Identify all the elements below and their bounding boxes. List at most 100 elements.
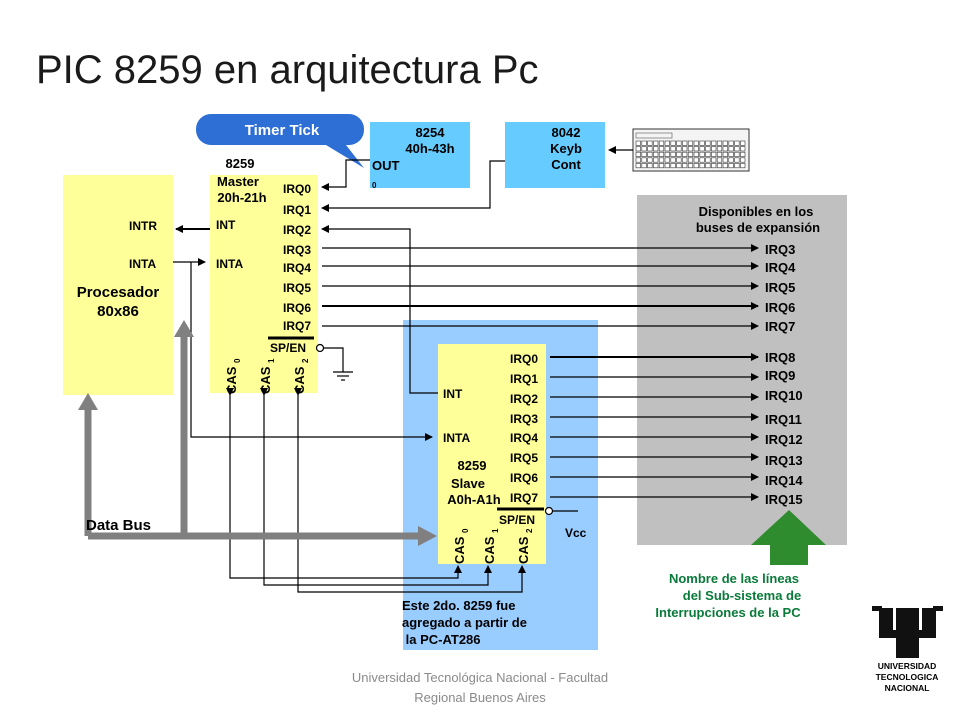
master-irq: IRQ0 (283, 182, 311, 196)
keyboard-key (734, 163, 740, 169)
slave-name: 8259 (458, 458, 487, 473)
expansion-irq: IRQ12 (765, 432, 803, 447)
slave-cas: CAS (482, 536, 497, 564)
slave-irq: IRQ1 (510, 372, 538, 386)
processor-box (63, 175, 173, 395)
keyboard-key (687, 151, 694, 157)
keyboard-key (635, 140, 641, 146)
keyboard-key (699, 140, 705, 146)
keyboard-key (705, 163, 711, 169)
keyboard-key (728, 146, 734, 152)
master-role: Master (217, 174, 259, 189)
timer-name: 8254 (416, 125, 446, 140)
keyboard-key (653, 163, 659, 169)
note-line: la PC-AT286 (402, 632, 481, 647)
slave-cas-sub: 2 (525, 528, 534, 533)
master-int: INT (216, 218, 236, 232)
keyboard-key (728, 140, 734, 146)
keyboard-key (658, 146, 665, 152)
expansion-irq: IRQ9 (765, 368, 795, 383)
keyboard-key (699, 163, 705, 169)
keyboard-controller-box (505, 122, 605, 188)
keyboard-key (653, 140, 659, 146)
keyboard-key (682, 151, 688, 157)
master-irq: IRQ2 (283, 223, 311, 237)
keyboard-key (682, 146, 688, 152)
keyboard-key (676, 146, 682, 152)
logo-line-3: NACIONAL (885, 683, 930, 693)
slave-irq: IRQ6 (510, 471, 538, 485)
timer-out-label: OUT (372, 158, 400, 173)
master-cas-sub: 2 (301, 358, 310, 363)
keyboard-key (693, 151, 699, 157)
expansion-title-1: Disponibles en los (699, 204, 814, 219)
keyboard-key (722, 157, 728, 163)
keyboard-key (635, 146, 641, 152)
timer-box (370, 122, 470, 188)
keyboard-key (693, 157, 699, 163)
keyboard-key (676, 163, 682, 169)
slave-irq: IRQ2 (510, 392, 538, 406)
slave-irq: IRQ5 (510, 451, 538, 465)
slave-inta: INTA (443, 431, 470, 445)
keyboard-key (716, 163, 723, 169)
keyboard-key (647, 157, 653, 163)
keyboard-key (641, 151, 647, 157)
processor-inta: INTA (129, 257, 156, 271)
keyboard-key (653, 157, 659, 163)
slave-irq: IRQ3 (510, 412, 538, 426)
keyboard-key (734, 140, 740, 146)
expansion-irq: IRQ8 (765, 350, 795, 365)
keyboard-key (664, 140, 670, 146)
keyboard-key (664, 157, 670, 163)
keyboard-key (658, 140, 665, 146)
keyboard-key (716, 146, 723, 152)
expansion-irq: IRQ11 (765, 412, 802, 427)
expansion-irq: IRQ6 (765, 300, 795, 315)
master-cas-sub: 1 (267, 358, 276, 363)
kbc-line3: Cont (551, 157, 581, 172)
keyboard-key (670, 140, 676, 146)
keyboard-key (676, 151, 682, 157)
footer: Universidad Tecnológica Nacional - Facul… (330, 668, 630, 708)
keyboard-key (635, 157, 641, 163)
keyboard-key (705, 157, 711, 163)
master-irq: IRQ6 (283, 301, 311, 315)
slide-title: PIC 8259 en arquitectura Pc (36, 48, 539, 92)
master-irq: IRQ5 (283, 281, 311, 295)
kbc-name: 8042 (552, 125, 581, 140)
expansion-irq: IRQ13 (765, 453, 803, 468)
logo-line-2: TECNOLOGICA (876, 672, 939, 682)
slave-vcc: Vcc (565, 526, 587, 540)
keyboard-key (658, 151, 665, 157)
keyboard-key (676, 140, 682, 146)
data-bus (84, 335, 420, 540)
note-line: Este 2do. 8259 fue (402, 598, 515, 613)
keyboard-key (647, 140, 653, 146)
slave-irq: IRQ7 (510, 491, 538, 505)
keyboard-key (740, 157, 746, 163)
master-irq: IRQ1 (283, 203, 311, 217)
keyboard-key (687, 157, 694, 163)
timer-out-sub: 0 (372, 181, 377, 190)
keyboard-key (740, 151, 746, 157)
keyboard-key (664, 163, 670, 169)
utn-logo: UNIVERSIDAD TECNOLOGICA NACIONAL (872, 606, 943, 693)
logo-line-1: UNIVERSIDAD (878, 661, 937, 671)
keyboard-key (647, 151, 653, 157)
keyboard-key (734, 157, 740, 163)
slave-irq: IRQ0 (510, 352, 538, 366)
keyboard-key (740, 140, 746, 146)
keyboard-key (693, 146, 699, 152)
keyboard-key (658, 163, 665, 169)
keyboard-key (693, 163, 699, 169)
keyboard-key (693, 140, 699, 146)
keyboard-key (647, 146, 653, 152)
timer-address: 40h-43h (405, 141, 454, 156)
master-irq: IRQ4 (283, 261, 311, 275)
expansion-irq: IRQ3 (765, 242, 795, 257)
keyboard-key (682, 157, 688, 163)
slave-cas-sub: 1 (491, 528, 500, 533)
expansion-area (637, 195, 847, 545)
